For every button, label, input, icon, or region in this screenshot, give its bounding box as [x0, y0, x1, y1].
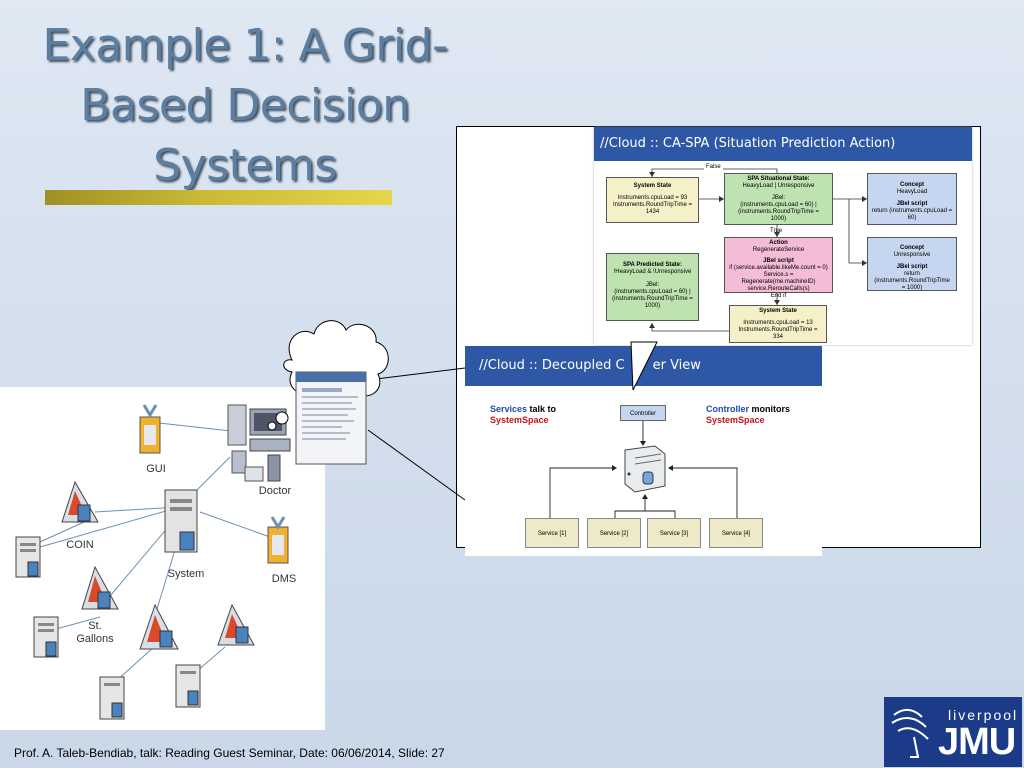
system-label: System [167, 568, 205, 580]
concept-unresp-line-2: = 1000) [901, 285, 923, 291]
coin-icon [61, 480, 99, 523]
action-box: Action RegenerateService JBel script if … [724, 237, 833, 299]
service-box-3: Service [3] [647, 518, 701, 548]
st-gallons-label-2: Gallons [76, 633, 114, 645]
concept-heavy-script-title: JBel script [896, 201, 928, 207]
concept-heavy-line-1: return (instruments.cpuLoad = 60) [871, 208, 953, 221]
decoupled-controller-panel: //Cloud :: Decoupled C er View Controller [465, 341, 822, 556]
doctor-label: Doctor [258, 485, 292, 497]
decoupled-header-left: //Cloud :: Decoupled C [479, 358, 625, 373]
gui-label: GUI [146, 463, 166, 475]
services-note: Services talk to SystemSpace [490, 404, 556, 426]
services-note-w1: Services [490, 404, 528, 414]
logo-line-2: JMU [938, 721, 1016, 763]
grid-node-icon-3 [217, 603, 255, 646]
server-icon-4 [99, 676, 125, 720]
concept-unresp-script-title: JBel script [896, 264, 928, 270]
system-icon [164, 489, 198, 553]
system-state-2-line-2: Instruments.RoundTripTime = [738, 327, 818, 333]
controller-note-w1: Controller [706, 404, 750, 414]
action-title: Action [769, 240, 788, 246]
action-script-title: JBel script [763, 258, 794, 264]
slide-title: Example 1: A Grid- Based Decision System… [30, 16, 460, 196]
callout-pointer [630, 341, 658, 391]
predicted-state-line-1: JBel: [645, 282, 660, 288]
controller-server-icon [624, 445, 666, 493]
dms-label: DMS [271, 573, 297, 585]
service-box-2: Service [2] [587, 518, 641, 548]
controller-note: Controller monitors SystemSpace [706, 404, 790, 426]
concept-unresp-title: Concept [900, 245, 924, 251]
situational-state-line-3: (instruments.RoundTripTime = [738, 209, 819, 215]
predicted-state-line-4: 1000) [644, 303, 661, 309]
true-label: True [770, 228, 783, 234]
system-state-2-title: System State [759, 308, 797, 314]
title-line-3: Systems [153, 140, 337, 191]
action-line-3: service.RerouteCalls(s) [747, 286, 810, 292]
system-state-box-1: System State Instruments.cpuLoad = 93 In… [606, 177, 699, 223]
doctor-icon [227, 404, 291, 482]
title-line-2: Based Decision [80, 80, 410, 131]
concept-unresp-subtitle: Unresponsive [893, 252, 931, 258]
decoupled-header-right: er View [652, 358, 701, 373]
slide-footer: Prof. A. Taleb-Bendiab, talk: Reading Gu… [14, 746, 445, 760]
situational-state-line-1: JBel: [771, 195, 786, 201]
st-gallons-label-1: St. [88, 620, 102, 632]
services-note-w2: talk to [527, 404, 557, 414]
services-note-w3: SystemSpace [490, 415, 549, 425]
spa-panel: //Cloud :: CA-SPA (Situation Prediction … [594, 127, 972, 345]
spa-panel-header: //Cloud :: CA-SPA (Situation Prediction … [594, 127, 972, 161]
controller-note-w3: SystemSpace [706, 415, 765, 425]
controller-note-w2: monitors [749, 404, 791, 414]
controller-box: Controller [620, 405, 666, 421]
service-box-4: Service [4] [709, 518, 763, 548]
concept-unresp-line-1: return (instruments.RoundTripTime [874, 271, 950, 284]
predicted-state-line-2: (instruments.cpuLoad = 60) | [614, 289, 691, 295]
action-line-1: if (service.available.likeMe.count = 0) [729, 265, 828, 271]
action-subtitle: RegenerateService [752, 247, 805, 253]
false-label: False [704, 164, 723, 170]
dms-icon [267, 516, 289, 564]
situational-state-line-2: (instruments.cpuLoad = 60) | [740, 202, 817, 208]
system-state-1-line-1: Instruments.cpuLoad = 93 [617, 195, 688, 201]
coin-server-icon [15, 536, 41, 578]
system-state-1-line-2: Instruments.RoundTripTime = [612, 202, 693, 208]
situational-state-subtitle: HeavyLoad | Unresponsive [742, 183, 815, 189]
ljmu-logo: liverpool JMU [884, 697, 1022, 767]
predicted-state-line-3: (instruments.RoundTripTime = [612, 296, 693, 302]
system-state-1-line-3: 1434 [645, 209, 660, 215]
title-underline-bar [45, 190, 392, 205]
coin-label: COIN [66, 539, 94, 551]
predicted-state-box: SPA Predicted State: !HeavyLoad & !Unres… [606, 253, 699, 321]
server-icon-5 [175, 664, 201, 708]
situational-state-line-4: 1000) [770, 216, 787, 222]
decoupled-arrows [549, 341, 738, 518]
action-line-2: Service.s = Regenerate(me.machineID) [741, 272, 816, 285]
logo-line-1: liverpool [948, 707, 1019, 723]
network-links [15, 404, 291, 720]
concept-heavy-title: Concept [900, 182, 924, 188]
situational-state-title: SPA Situational State: [747, 176, 810, 182]
concept-heavyload-box: Concept HeavyLoad JBel script return (in… [867, 173, 957, 225]
action-line-4: End if [770, 293, 787, 299]
system-state-2-line-1: Instruments.cpuLoad = 13 [743, 320, 813, 326]
grid-node-icon [81, 565, 119, 610]
service-box-1: Service [1] [525, 518, 579, 548]
predicted-state-title: SPA Predicted State: [622, 262, 682, 268]
concept-unresponsive-box: Concept Unresponsive JBel script return … [867, 237, 957, 291]
predicted-state-subtitle: !HeavyLoad & !Unresponsive [613, 269, 692, 275]
situational-state-box: SPA Situational State: HeavyLoad | Unres… [724, 173, 833, 225]
st-gallons-label: St. Gallons [70, 620, 120, 646]
grid-network-diagram: GUI Doctor COIN System DMS St. Gallons [0, 387, 325, 730]
system-state-1-title: System State [633, 183, 672, 189]
st-gallons-server-icon [33, 616, 59, 658]
title-line-1: Example 1: A Grid- [42, 20, 448, 71]
liver-bird-icon [891, 709, 929, 758]
gui-icon [139, 404, 161, 454]
system-state-2-line-3: 334 [772, 334, 783, 340]
concept-heavy-subtitle: HeavyLoad [896, 189, 928, 195]
grid-node-icon-2 [139, 603, 179, 650]
system-state-box-2: System State Instruments.cpuLoad = 13 In… [729, 305, 827, 343]
